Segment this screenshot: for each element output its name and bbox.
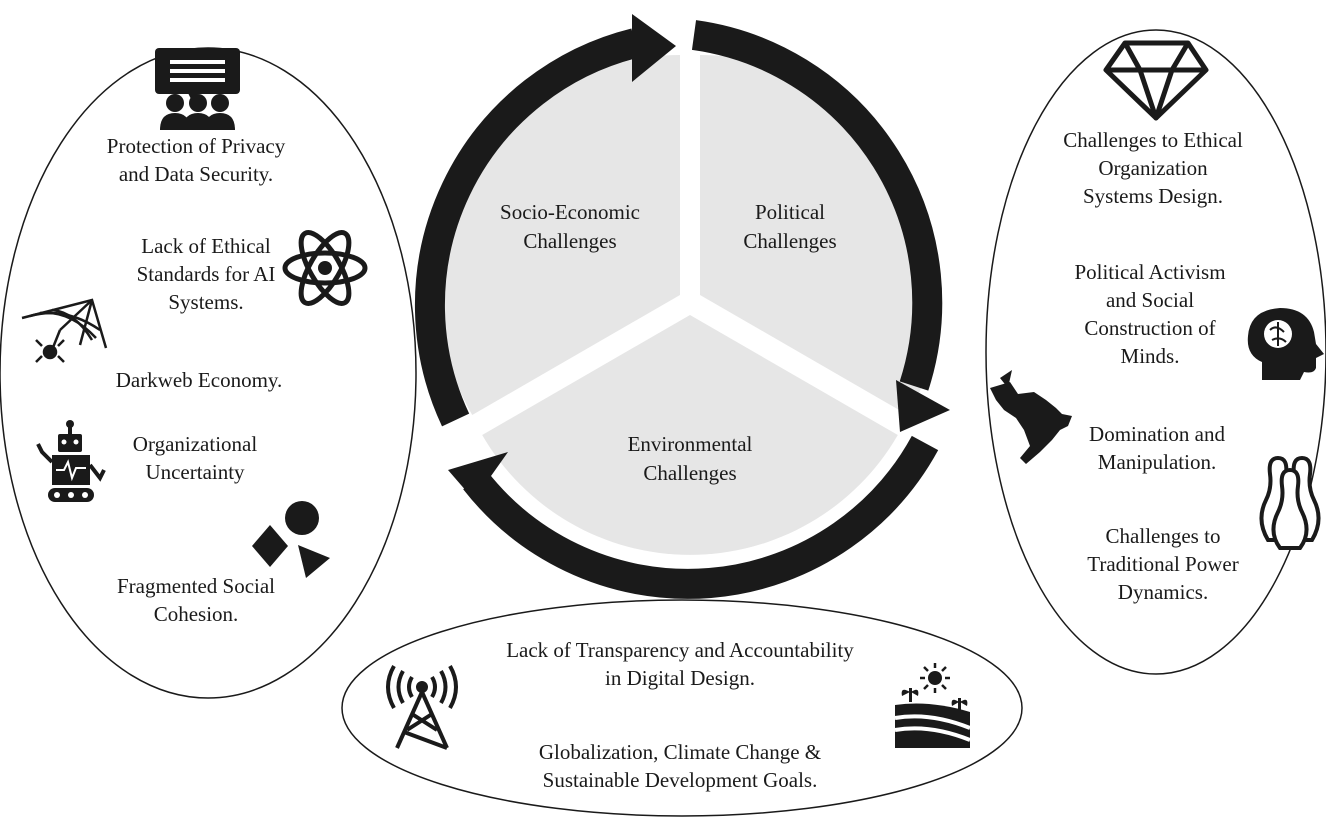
sector-environmental [482,315,898,555]
sector-label-socio-economic: Socio-Economic Challenges [500,200,640,253]
left-item-darkweb: Darkweb Economy. [115,368,283,392]
arrow-head-right [896,380,950,432]
atom-icon [282,230,368,306]
radio-tower-icon [386,665,458,750]
arrow-head-top [632,14,676,82]
arrow-heads [448,14,950,500]
right-item-ethical-design: Challenges to Ethical Organization Syste… [1063,128,1243,208]
left-item-ai-ethics: Lack of Ethical Standards for AI Systems… [136,234,276,314]
farm-field-icon [894,663,971,748]
right-item-activism: Political Activism and Social Constructi… [1074,260,1226,368]
sector-label-political: Political Challenges [743,200,837,253]
spiderweb-icon [21,298,108,363]
arrow-arc-bottom [463,435,939,599]
right-item-power: Challenges to Traditional Power Dynamics… [1087,524,1239,604]
chat-group-icon [155,48,240,130]
bottom-group-ellipse [341,599,1023,817]
bowling-pins-icon [1259,455,1321,550]
arrow-head-left [448,452,508,500]
eagle-icon [990,370,1072,464]
shapes-icon [252,501,330,578]
right-group-ellipse [985,29,1326,675]
robot-icon [36,420,106,502]
sector-label-environmental: Environmental Challenges [627,432,753,485]
cycle-arrows [414,20,943,599]
left-item-privacy: Protection of Privacy and Data Security. [106,134,286,186]
arrow-arc-right [691,20,943,391]
left-item-cohesion: Fragmented Social Cohesion. [116,574,276,626]
arrow-arc-left [414,28,639,427]
bottom-item-transparency: Lack of Transparency and Accountability … [506,638,854,690]
right-item-domination: Domination and Manipulation. [1089,422,1225,474]
bottom-item-sustainability: Globalization, Climate Change & Sustaina… [538,740,822,792]
left-item-uncertainty: Organizational Uncertainty [132,432,258,484]
brain-head-icon [1247,308,1324,380]
diamond-icon [1103,40,1209,121]
